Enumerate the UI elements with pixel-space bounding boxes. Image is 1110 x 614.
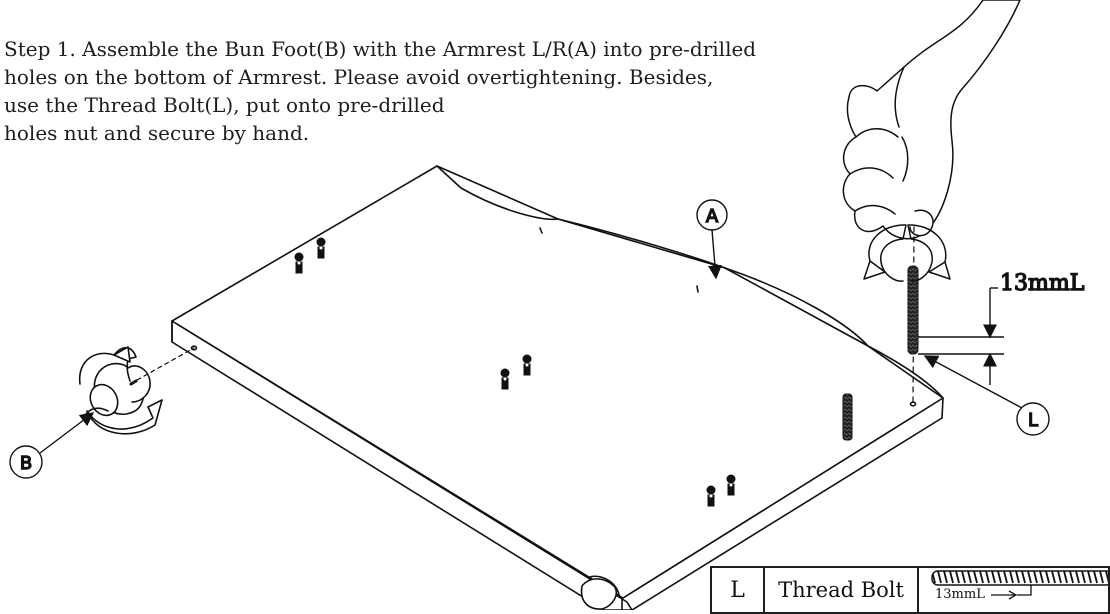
callout-b-label: B: [20, 453, 32, 474]
rotation-arrow-bolt-icon: [868, 224, 907, 282]
parts-row: L Thread Bolt 13mmL: [709, 566, 1110, 614]
part-name: Thread Bolt: [763, 566, 919, 614]
instruction-line-1: Step 1. Assemble the Bun Foot(B) with th…: [4, 37, 757, 61]
armrest-panel: [171, 165, 944, 610]
thread-bolt-installed: [842, 393, 853, 441]
hand-icon: [842, 0, 1021, 240]
bun-foot-assembly: [78, 346, 195, 435]
pre-installed-bolt-pairs: [294, 237, 736, 507]
callout-l-label: L: [1028, 410, 1038, 431]
dimension-callout: 13mmL: [918, 270, 1085, 385]
part-letter: L: [709, 566, 766, 614]
instruction-line-4: holes nut and secure by hand.: [4, 121, 310, 145]
bolt-length-label: 13mmL: [1000, 271, 1085, 296]
thread-bolt-icon: [931, 570, 1107, 586]
part-image-cell: 13mmL: [917, 566, 1110, 614]
parts-list-table: L Thread Bolt 13mmL: [709, 566, 1110, 614]
instruction-line-2: holes on the bottom of Armrest. Please a…: [4, 65, 714, 89]
part-dimension-arrow-icon: [991, 585, 1032, 600]
part-length-label: 13mmL: [935, 587, 985, 602]
step-instructions: Step 1. Assemble the Bun Foot(B) with th…: [4, 35, 904, 147]
callout-a: A: [696, 199, 728, 280]
callout-a-label: A: [706, 206, 719, 227]
callout-l: L: [923, 355, 1050, 436]
instruction-line-3: use the Thread Bolt(L), put onto pre-dri…: [4, 93, 445, 117]
hand-with-bolt: [842, 0, 1021, 405]
callout-b: B: [9, 412, 95, 479]
